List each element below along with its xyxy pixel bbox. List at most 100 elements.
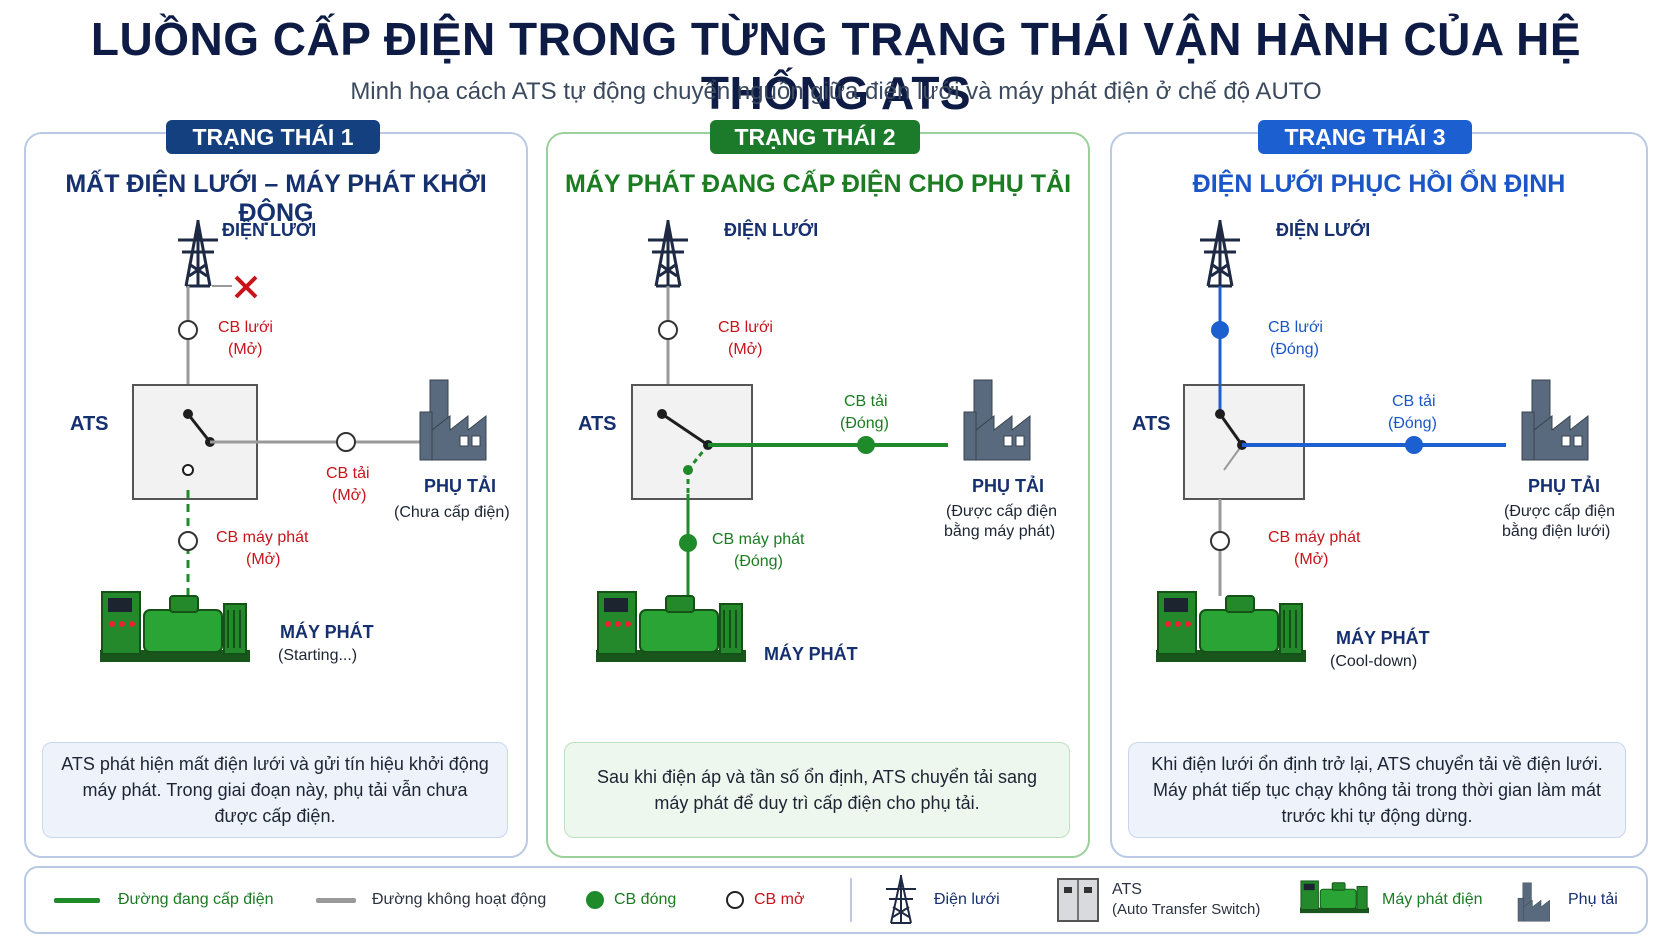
state-1-title: MẤT ĐIỆN LƯỚI – MÁY PHÁT KHỞI ĐỘNG xyxy=(65,170,487,227)
cb-grid-open xyxy=(178,320,198,340)
state-2-title: MÁY PHÁT ĐANG CẤP ĐIỆN CHO PHỤ TẢI xyxy=(564,170,1072,198)
state-1-badge: TRẠNG THÁI 1 xyxy=(166,120,380,154)
cb-gen-open xyxy=(1210,531,1230,551)
legend-cb-open-label: CB mở xyxy=(754,891,805,908)
inactive-line-swatch xyxy=(316,897,356,903)
ats-label: ATS xyxy=(578,413,617,435)
cb-load-closed xyxy=(857,436,875,454)
cb-gen-open xyxy=(178,531,198,551)
cb-load-closed xyxy=(1405,436,1423,454)
legend-inactive-line-label: Đường không hoạt động xyxy=(372,891,547,908)
load-status-2: bằng máy phát) xyxy=(944,521,1055,540)
legend-active-line: Đường đang cấp điện xyxy=(54,868,274,932)
load-label: PHỤ TẢI xyxy=(972,475,1044,496)
page-subtitle: Minh họa cách ATS tự động chuyển nguồn g… xyxy=(350,78,1322,105)
power-tower-icon xyxy=(648,220,688,288)
cb-load-state: (Đóng) xyxy=(840,415,889,432)
legend-ats-text: ATS (Auto Transfer Switch) xyxy=(1112,880,1260,920)
cb-gen-closed xyxy=(679,534,697,552)
cb-gen-name: CB máy phát xyxy=(712,531,805,548)
generator-icon xyxy=(1156,591,1306,662)
load-status-1: (Được cấp điện xyxy=(946,503,1057,520)
state-3-description: Khi điện lưới ổn định trở lại, ATS chuyể… xyxy=(1128,742,1626,838)
generator-label: MÁY PHÁT xyxy=(764,643,858,664)
cb-grid-closed xyxy=(1211,321,1229,339)
cb-grid-state: (Đóng) xyxy=(1270,341,1319,358)
state-2-panel: TRẠNG THÁI 2 MÁY PHÁT ĐANG CẤP ĐIỆN CHO … xyxy=(546,120,1090,858)
load-label: PHỤ TẢI xyxy=(1528,475,1600,496)
grid-label: ĐIỆN LƯỚI xyxy=(724,219,818,240)
state-3-title: ĐIỆN LƯỚI PHỤC HỒI ỔN ĐỊNH xyxy=(1192,170,1566,198)
legend: Đường đang cấp điện Đường không hoạt độn… xyxy=(24,866,1648,934)
cb-grid-name: CB lưới xyxy=(218,319,273,336)
cb-grid-state: (Mở) xyxy=(728,341,762,358)
state-3-panel: TRẠNG THÁI 3 ĐIỆN LƯỚI PHỤC HỒI ỔN ĐỊNH … xyxy=(1110,120,1648,858)
legend-cb-open: CB mở xyxy=(726,868,805,932)
cb-load-open xyxy=(336,432,356,452)
cb-load-name: CB tải xyxy=(326,465,370,482)
grid-label: ĐIỆN LƯỚI xyxy=(222,219,316,240)
legend-divider xyxy=(850,878,852,922)
ats-box xyxy=(631,384,753,500)
ats-label: ATS xyxy=(1132,413,1171,435)
cb-grid-name: CB lưới xyxy=(1268,319,1323,336)
cb-load-state: (Đóng) xyxy=(1388,415,1437,432)
cb-gen-state: (Mở) xyxy=(246,551,280,568)
legend-grid: Điện lưới xyxy=(884,868,1000,932)
state-1-panel: TRẠNG THÁI 1 MẤT ĐIỆN LƯỚI – MÁY PHÁT KH… xyxy=(24,120,528,858)
state-2-badge: TRẠNG THÁI 2 xyxy=(710,120,920,154)
legend-generator-label: Máy phát điện xyxy=(1382,891,1483,908)
load-label: PHỤ TẢI xyxy=(424,475,496,496)
cb-load-name: CB tải xyxy=(1392,393,1436,410)
legend-inactive-line: Đường không hoạt động xyxy=(316,868,546,932)
factory-icon xyxy=(419,379,487,461)
generator-icon xyxy=(100,591,250,662)
generator-label: MÁY PHÁT xyxy=(1336,627,1430,648)
legend-ats: ATS (Auto Transfer Switch) xyxy=(1056,868,1260,932)
factory-icon xyxy=(1517,882,1550,922)
state-3-diagram: ĐIỆN LƯỚI CB lưới (Đóng) ATS CB tải (Đón… xyxy=(1132,219,1615,670)
legend-grid-label: Điện lưới xyxy=(934,891,1000,908)
cb-grid-open xyxy=(658,320,678,340)
legend-cb-closed: CB đóng xyxy=(586,868,676,932)
power-tower-icon xyxy=(1200,220,1240,288)
cb-gen-state: (Đóng) xyxy=(734,553,783,570)
load-status-1: (Chưa cấp điện) xyxy=(394,504,510,521)
cb-gen-name: CB máy phát xyxy=(1268,529,1361,546)
cb-open-icon xyxy=(726,891,744,909)
legend-cb-closed-label: CB đóng xyxy=(614,891,677,908)
generator-status: (Cool-down) xyxy=(1330,653,1417,670)
generator-label: MÁY PHÁT xyxy=(280,621,374,642)
state-2-diagram: ĐIỆN LƯỚI CB lưới (Mở) ATS CB tải (Đóng) xyxy=(578,219,1057,664)
power-tower-icon xyxy=(886,875,916,924)
legend-load: Phụ tải xyxy=(1516,868,1618,932)
load-status-1: (Được cấp điện xyxy=(1504,503,1615,520)
ats-label: ATS xyxy=(70,413,109,435)
grid-label: ĐIỆN LƯỚI xyxy=(1276,219,1370,240)
page-title: LUỒNG CẤP ĐIỆN TRONG TỪNG TRẠNG THÁI VẬN… xyxy=(90,13,1582,119)
fault-x-icon xyxy=(234,275,258,299)
power-tower-icon xyxy=(178,220,218,288)
legend-ats-label: ATS xyxy=(1112,881,1142,898)
generator-status: (Starting...) xyxy=(278,647,357,664)
legend-generator: Máy phát điện xyxy=(1298,868,1483,932)
state-3-badge: TRẠNG THÁI 3 xyxy=(1258,120,1472,154)
cb-gen-name: CB máy phát xyxy=(216,529,309,546)
legend-active-line-label: Đường đang cấp điện xyxy=(118,891,274,908)
load-status-2: bằng điện lưới) xyxy=(1502,521,1610,540)
cb-load-name: CB tải xyxy=(844,393,888,410)
state-1-diagram: ĐIỆN LƯỚI CB lưới (Mở) ATS CB tải (Mở) xyxy=(70,219,510,664)
active-line-swatch xyxy=(54,897,100,903)
generator-icon xyxy=(1300,880,1369,914)
ats-cabinet-icon xyxy=(1057,878,1099,922)
generator-icon xyxy=(596,591,746,662)
state-2-description: Sau khi điện áp và tần số ổn định, ATS c… xyxy=(564,742,1070,838)
factory-icon xyxy=(963,379,1031,461)
cb-load-state: (Mở) xyxy=(332,487,366,504)
cb-gen-state: (Mở) xyxy=(1294,551,1328,568)
factory-icon xyxy=(1521,379,1589,461)
state-1-description: ATS phát hiện mất điện lưới và gửi tín h… xyxy=(42,742,508,838)
legend-load-label: Phụ tải xyxy=(1568,891,1618,908)
cb-grid-state: (Mở) xyxy=(228,341,262,358)
